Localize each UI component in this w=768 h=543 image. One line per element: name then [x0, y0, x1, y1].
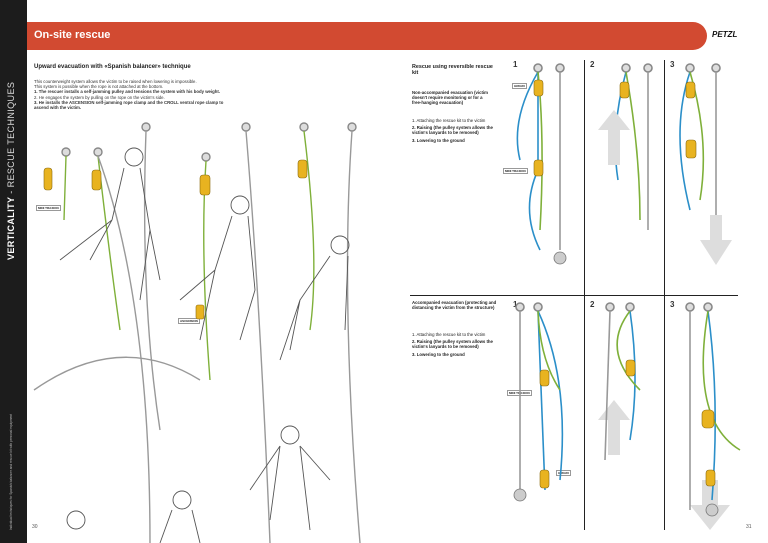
page-number-right: 31: [746, 524, 752, 530]
top-step-number-3: 3: [670, 60, 675, 69]
brand-logo: PETZL: [712, 30, 738, 39]
right-bottom-devices: [539, 359, 716, 489]
tag-mini-traxion-left: MINI TRAXION: [36, 205, 61, 211]
rescuer-figures: [59, 147, 350, 543]
top-steps: 1. Attaching the rescue kit to the victi…: [412, 118, 497, 143]
divider-h: [410, 295, 738, 296]
top-step-number-2: 2: [590, 60, 595, 69]
bottom-step2: 2. Raising (the pulley system allows the…: [412, 339, 493, 350]
accompanied-heading: Accompanied evacuation (protecting and d…: [412, 300, 497, 311]
left-heading: Upward evacuation with «Spanish balancer…: [34, 64, 191, 70]
bottom-step3: 3. Lowering to the ground: [412, 351, 465, 357]
left-step2: 2. He engages the system by pulling on t…: [34, 94, 165, 100]
top-step3: 3. Lowering to the ground: [412, 137, 465, 143]
left-para1: This counterweight system allows the vic…: [34, 79, 197, 84]
rescue-kit-heading: Rescue using reversible rescue kit: [412, 64, 493, 76]
bottom-steps: 1. Attaching the rescue kit to the victi…: [412, 332, 497, 357]
left-step1: 1. The rescuer installs a self-jamming p…: [34, 89, 221, 95]
page-title: On-site rescue: [34, 29, 111, 41]
tag-mini-traxion-top: MINI TRAXION: [503, 168, 528, 174]
left-para2: This system is possible when the rope is…: [34, 84, 164, 90]
arrows: [598, 110, 732, 530]
yellow-devices: [43, 159, 308, 320]
bottom-step-number-1: 1: [513, 300, 518, 309]
steel-rings: [513, 251, 719, 517]
non-accompanied-subtitle: Non-accompanied evacuation (victim doesn…: [412, 90, 488, 106]
left-step3: 3. He installs the ASCENSION self-jammin…: [34, 99, 224, 111]
header-banner: [27, 22, 707, 50]
left-description: This counterweight system allows the vic…: [34, 79, 234, 110]
tag-grigri-top: GRIGRI: [512, 83, 527, 89]
right-top-devices: [533, 79, 697, 177]
tag-ascension: ASCENSION: [178, 318, 200, 324]
left-ropes: [33, 122, 361, 543]
bottom-step1: 1. Attaching the rescue kit to the victi…: [412, 332, 486, 337]
tag-grigri-bottom: GRIGRI: [556, 470, 571, 476]
top-step1: 1. Attaching the rescue kit to the victi…: [412, 118, 486, 123]
bottom-step-number-3: 3: [670, 300, 675, 309]
bottom-step-number-2: 2: [590, 300, 595, 309]
top-step2: 2. Raising (the pulley system allows the…: [412, 125, 493, 136]
top-step-number-1: 1: [513, 60, 518, 69]
right-top-systems: [516, 63, 721, 260]
page-number-left: 30: [32, 524, 38, 530]
side-bar: [0, 0, 27, 543]
